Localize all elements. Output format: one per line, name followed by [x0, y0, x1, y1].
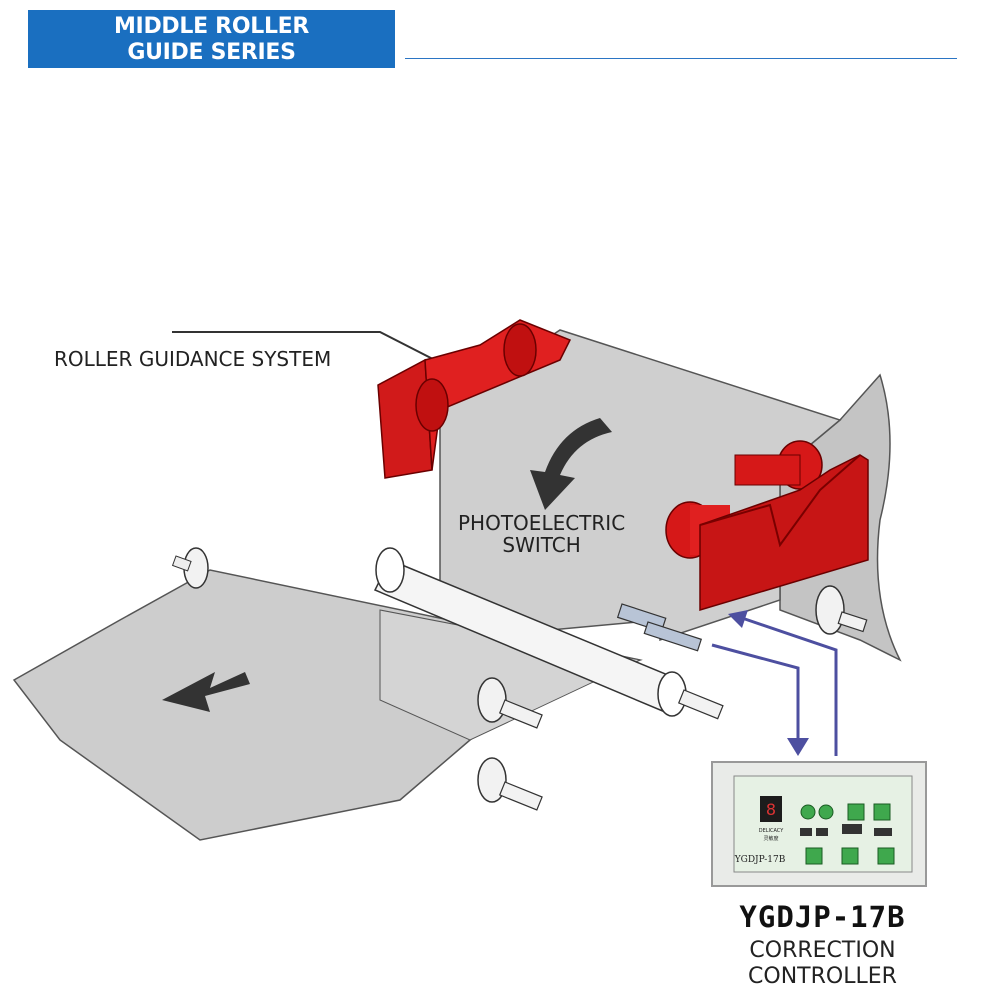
- series-title-line1: MIDDLE ROLLER: [113, 14, 310, 39]
- right-red-guide-frame: [665, 440, 869, 612]
- reset-button-icon: [877, 847, 895, 865]
- lower-web-direction-arrow: [162, 672, 250, 712]
- photo-label-line1: PHOTOELECTRIC: [458, 511, 626, 535]
- upper-web-direction-arrow: [530, 418, 612, 510]
- controller-to-guide-arrowhead: [728, 610, 748, 628]
- controller-model-title: YGDJP-17B: [739, 900, 906, 934]
- roller-system-label: ROLLER GUIDANCE SYSTEM: [54, 347, 332, 371]
- photo-label-line2: SWITCH: [502, 533, 581, 557]
- delicacy-label: DELICACY: [759, 828, 784, 834]
- controller-panel: 8 DELICACY 灵敏度 YGDJP-17B: [711, 761, 927, 887]
- left-red-guide-frame: [377, 319, 572, 479]
- manual-right-button-icon: [873, 803, 891, 821]
- photoelectric-switch-label: PHOTOELECTRIC SWITCH: [458, 512, 625, 556]
- center-tag: [842, 824, 862, 834]
- mode-tag-3: [874, 828, 892, 836]
- controller-to-guide-line: [741, 616, 838, 756]
- rear-idler-roller: [815, 585, 868, 635]
- sensor-to-controller-arrowhead: [787, 738, 809, 756]
- center-button-icon: [841, 847, 859, 865]
- photoelectric-sensor: [616, 603, 703, 652]
- sensor-to-controller-line: [711, 643, 800, 740]
- delicacy-cn-label: 灵敏度: [763, 835, 778, 842]
- mode-tag-1: [800, 828, 812, 836]
- digit-display: [760, 796, 782, 822]
- controller-caption-line1: CORRECTION: [749, 938, 896, 963]
- mode-tag-2: [816, 828, 828, 836]
- display-digit: 8: [766, 800, 776, 819]
- manual-left-button-icon: [847, 803, 865, 821]
- main-white-roller: [373, 547, 724, 720]
- auto-button-icon: [805, 847, 823, 865]
- series-banner: MIDDLE ROLLER GUIDE SERIES: [28, 10, 395, 68]
- minus-button-icon: [818, 804, 834, 820]
- left-rear-roller: [171, 547, 209, 589]
- front-roller-lower: [477, 757, 543, 811]
- header-divider: [405, 58, 957, 59]
- series-title-line2: GUIDE SERIES: [127, 40, 296, 65]
- panel-model-label: YGDJP-17B: [734, 855, 786, 865]
- controller-caption-line2: CONTROLLER: [748, 964, 897, 989]
- front-roller-upper: [477, 677, 543, 729]
- controller-caption: CORRECTION CONTROLLER: [700, 938, 945, 990]
- plus-button-icon: [800, 804, 816, 820]
